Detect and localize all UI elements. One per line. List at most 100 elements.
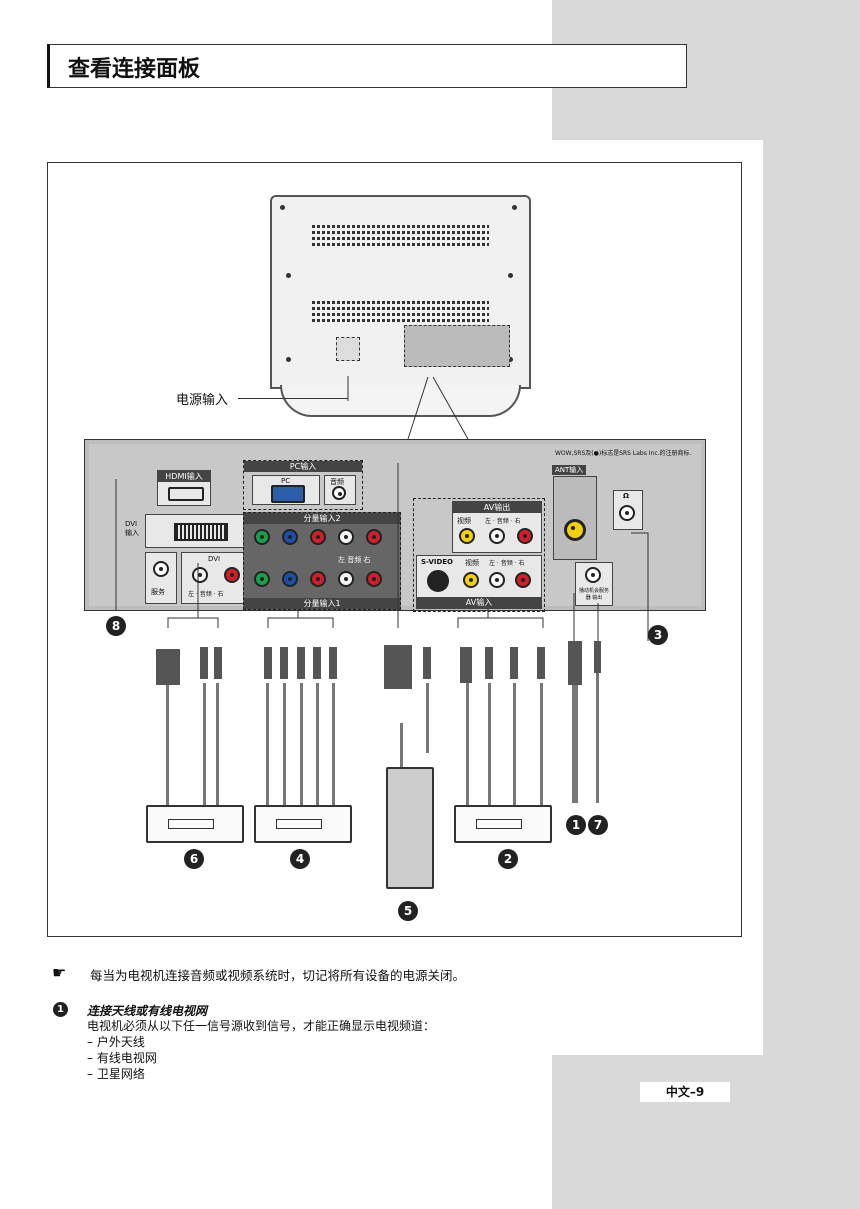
pc-port-box: PC (252, 475, 320, 505)
power-callout-line (238, 398, 348, 399)
vent-bottom (312, 307, 489, 310)
component1-audio-l-jack (338, 571, 354, 587)
dvd-player-device-4 (254, 805, 352, 843)
av-in-box: S-VIDEO 视频 左 · 音频 · 右 AV输入 (416, 555, 542, 609)
connection-diagram: 电源输入 WOW,SRS及(●)标志是SRS Labs Inc.的注册商标. H… (47, 162, 742, 937)
tape-slot (476, 819, 522, 829)
screw (508, 273, 513, 278)
pc-audio-label: 音频 (330, 478, 344, 486)
rear-connector-panel-small (404, 325, 510, 367)
hdmi-port (168, 487, 204, 501)
dvi-audio-right-jack (224, 567, 240, 583)
av-out-video-jack (459, 528, 475, 544)
component-audio-label: 左 音频 右 (338, 556, 371, 564)
external-block: 播动机会服务器 输出 (575, 562, 613, 606)
pc-input-label: PC输入 (244, 461, 362, 472)
page-number: 中文–9 (640, 1082, 730, 1102)
ant-block: ANT输入 (552, 465, 597, 560)
disc-slot (168, 819, 214, 829)
vga-port (271, 485, 305, 503)
pc-audio-jack (332, 486, 346, 500)
av-out-box: AV输出 视频 左 · 音频 · 右 (452, 501, 542, 553)
dvi-audio-left-jack (192, 567, 208, 583)
page-title: 查看连接面板 (68, 57, 201, 82)
pointing-hand-icon: ☛ (52, 963, 67, 982)
callout-number-2: 2 (498, 849, 518, 869)
dvi-port (145, 514, 255, 548)
power-input-label: 电源输入 (176, 393, 229, 408)
section-number-icon: 1 (53, 1002, 68, 1017)
disc-slot (276, 819, 322, 829)
zoom-lines (347, 376, 469, 440)
dvi-pins (174, 523, 228, 541)
headphone-block: Ω (613, 490, 643, 530)
callout-number-5: 5 (398, 901, 418, 921)
av-in-audio-l-jack (489, 572, 505, 588)
title-box: 查看连接面板 (47, 44, 687, 88)
screw (512, 205, 517, 210)
screw (280, 205, 285, 210)
callout-number-3: 3 (648, 625, 668, 645)
component2-pb-jack (282, 529, 298, 545)
hdmi-block: HDMI输入 (157, 470, 211, 506)
callout-number-6: 6 (184, 849, 204, 869)
screw (508, 357, 513, 362)
section-body: 电视机必须从以下任一信号源收到信号，才能正确显示电视频道： – 户外天线 – 有… (87, 1018, 435, 1082)
pc-audio-box: 音频 (324, 475, 356, 505)
component1-pr-jack (310, 571, 326, 587)
service-box: 服务 (145, 552, 177, 604)
pc-tower-device (386, 767, 434, 889)
vent-top (312, 231, 489, 234)
ant-input-label: ANT输入 (552, 465, 587, 475)
cable-lines (115, 463, 649, 813)
external-label: 播动机会服务器 输出 (578, 588, 609, 601)
callout-number-8: 8 (106, 616, 126, 636)
vent-top (312, 243, 489, 246)
av-out-audio-l-jack (489, 528, 505, 544)
av-group: AV输出 视频 左 · 音频 · 右 S-VIDEO 视频 左 · 音频 · 右… (413, 498, 545, 612)
vent-top (312, 225, 489, 228)
vent-bottom (312, 301, 489, 304)
vent-bottom (312, 313, 489, 316)
av-out-video-label: 视频 (457, 517, 471, 525)
sidebar-bottom-shade (552, 1055, 763, 1209)
vent-bottom (312, 319, 489, 322)
list-item: – 户外天线 (87, 1035, 145, 1049)
component1-pb-jack (282, 571, 298, 587)
svideo-jack (427, 570, 449, 592)
callout-number-4: 4 (290, 849, 310, 869)
component2-y-jack (254, 529, 270, 545)
component-group: 分量输入2 左 音频 右 分量输入1 (243, 512, 401, 610)
hdmi-label: HDMI输入 (158, 471, 210, 482)
headphone-jack (619, 505, 635, 521)
component2-label: 分量输入2 (244, 513, 400, 524)
av-in-label: AV输入 (417, 597, 541, 608)
section-heading: 连接天线或有线电视网 (87, 1004, 208, 1018)
screw (286, 357, 291, 362)
dvi-audio-label: 左 · 音频 · 右 (188, 591, 224, 598)
component2-pr-jack (310, 529, 326, 545)
component1-label: 分量输入1 (244, 598, 400, 609)
component2-audio-r-jack (366, 529, 382, 545)
component1-audio-r-jack (366, 571, 382, 587)
ant-jack (564, 519, 586, 541)
callout-number-1: 1 (566, 815, 586, 835)
power-socket (336, 337, 360, 361)
dvd-player-device-6 (146, 805, 244, 843)
av-out-audio-label: 左 · 音频 · 右 (485, 518, 521, 525)
av-out-label: AV输出 (453, 502, 541, 513)
component2-audio-l-jack (338, 529, 354, 545)
screw (286, 273, 291, 278)
av-in-video-jack (463, 572, 479, 588)
safety-note: 每当为电视机连接音频或视频系统时，切记将所有设备的电源关闭。 (90, 968, 466, 983)
dvi-input-label: DVI 输入 (125, 520, 139, 537)
dvi-block: DVI 左 · 音频 · 右 服务 (145, 514, 255, 614)
dvi-audio-box: DVI 左 · 音频 · 右 (181, 552, 253, 604)
component1-y-jack (254, 571, 270, 587)
service-jack (153, 561, 169, 577)
tv-rear-illustration (270, 195, 531, 389)
connector-panel: WOW,SRS及(●)标志是SRS Labs Inc.的注册商标. HDMI输入… (84, 439, 706, 614)
service-label: 服务 (151, 588, 165, 596)
svideo-label: S-VIDEO (421, 558, 454, 566)
pc-input-group: PC输入 PC 音频 (243, 460, 363, 510)
